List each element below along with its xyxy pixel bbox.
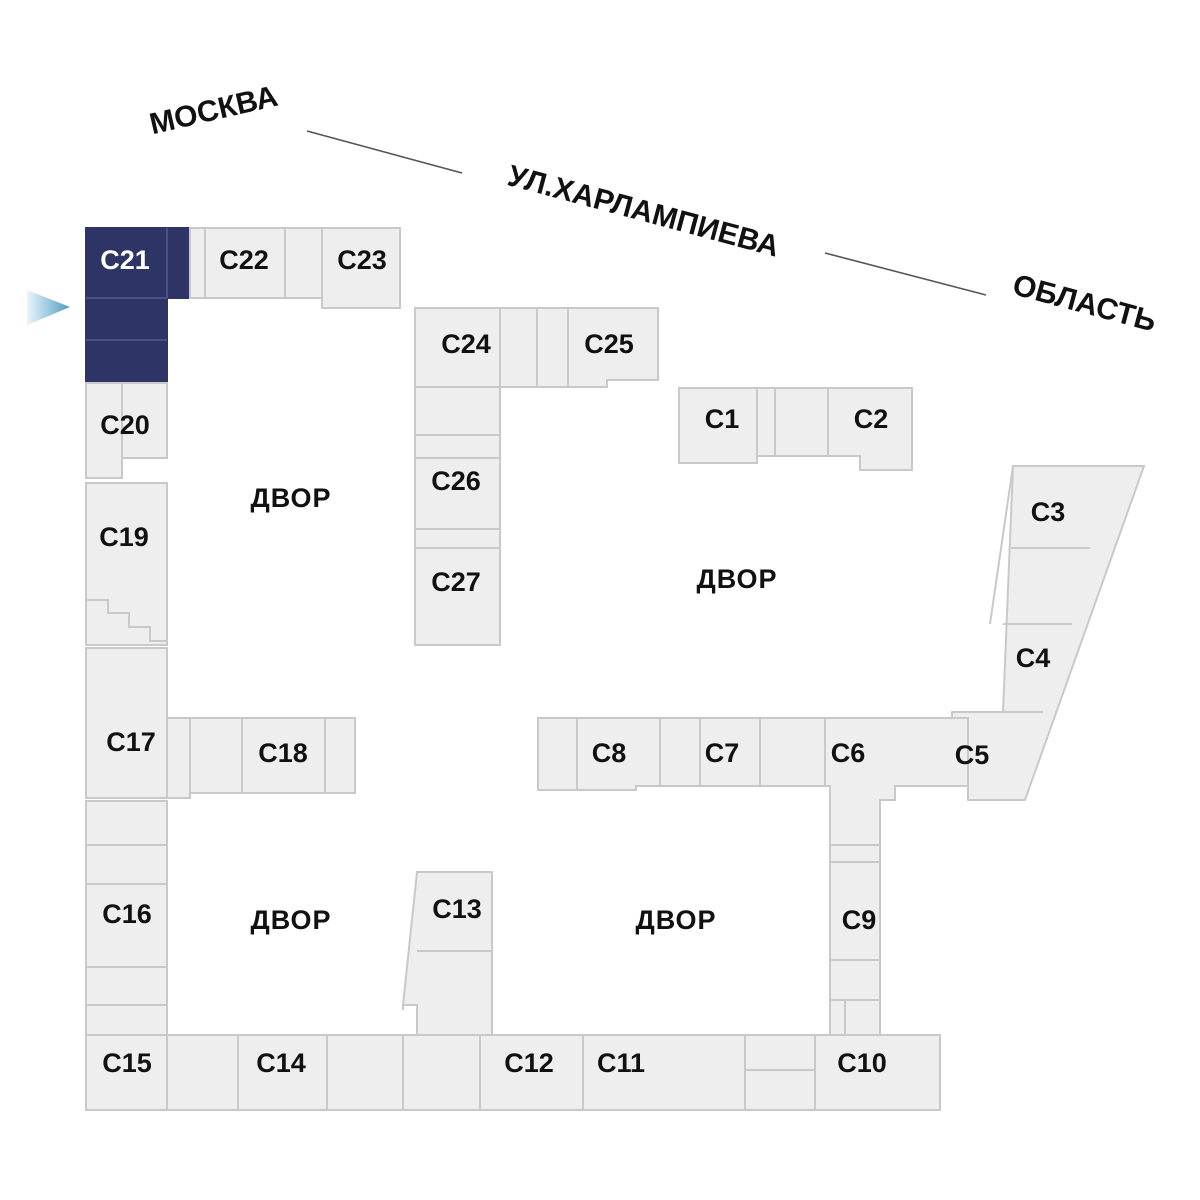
building-label-с4[interactable]: С4 xyxy=(1016,643,1051,673)
building-c1-c2-band[interactable] xyxy=(678,387,913,471)
building-label-с9[interactable]: С9 xyxy=(842,905,877,935)
building-c19[interactable] xyxy=(85,482,168,646)
block-c13 xyxy=(401,871,493,1036)
bottom-band-dividers xyxy=(166,1035,816,1110)
building-label-с10[interactable]: С10 xyxy=(837,1048,887,1078)
building-label-с17[interactable]: С17 xyxy=(106,727,156,757)
leader-line-moscow xyxy=(306,130,463,174)
building-label-с22[interactable]: С22 xyxy=(219,245,269,275)
yard-label-4: ДВОР xyxy=(635,905,716,935)
building-label-с20[interactable]: С20 xyxy=(100,410,150,440)
c19-dividers xyxy=(86,599,167,642)
c22-c23-dividers xyxy=(204,228,323,308)
leader-line-oblast xyxy=(824,252,987,296)
c21-dividers xyxy=(86,228,168,341)
building-label-с21[interactable]: С21 xyxy=(100,245,150,275)
yard-label-2: ДВОР xyxy=(696,564,777,594)
selection-arrow[interactable] xyxy=(27,290,70,325)
street-leader-lines xyxy=(306,130,987,296)
c16-dividers xyxy=(86,844,167,1006)
block-c1-c2 xyxy=(678,387,913,471)
label-street-name: УЛ.ХАРЛАМПИЕВА xyxy=(504,159,782,263)
building-label-с15[interactable]: С15 xyxy=(102,1048,152,1078)
yard-label-1: ДВОР xyxy=(250,483,331,513)
street-labels: МОСКВА УЛ.ХАРЛАМПИЕВА ОБЛАСТЬ xyxy=(147,80,1160,339)
building-c24-c27-mass[interactable] xyxy=(414,307,659,646)
building-label-с6[interactable]: С6 xyxy=(831,738,866,768)
c20-dividers xyxy=(86,383,123,479)
building-label-с5[interactable]: С5 xyxy=(955,740,990,770)
label-oblast: ОБЛАСТЬ xyxy=(1009,269,1159,339)
building-label-с3[interactable]: С3 xyxy=(1031,497,1066,527)
c1-c2-dividers xyxy=(756,388,829,463)
block-top-left xyxy=(85,227,401,384)
block-center-top xyxy=(414,307,659,646)
building-label-с12[interactable]: С12 xyxy=(504,1048,554,1078)
building-bottom-band[interactable] xyxy=(85,1034,941,1111)
building-label-с25[interactable]: С25 xyxy=(584,329,634,359)
building-label-с16[interactable]: С16 xyxy=(102,899,152,929)
building-label-с11[interactable]: С11 xyxy=(597,1048,645,1078)
building-label-с26[interactable]: С26 xyxy=(431,466,481,496)
building-c18[interactable] xyxy=(189,717,356,794)
building-label-с23[interactable]: С23 xyxy=(337,245,387,275)
building-label-с24[interactable]: С24 xyxy=(441,329,491,359)
building-label-с7[interactable]: С7 xyxy=(705,738,740,768)
c17-dividers xyxy=(86,647,168,798)
building-label-с1[interactable]: С1 xyxy=(705,404,740,434)
building-c17[interactable] xyxy=(85,647,191,799)
selection-arrow-icon[interactable] xyxy=(27,290,70,325)
block-left-column xyxy=(85,382,356,1036)
building-label-с18[interactable]: С18 xyxy=(258,738,308,768)
c13-dividers xyxy=(402,950,492,1010)
c5-c8-dividers xyxy=(576,718,880,1035)
yard-labels: ДВОР ДВОР ДВОР ДВОР xyxy=(250,483,777,935)
building-label-с13[interactable]: С13 xyxy=(432,894,482,924)
label-moscow: МОСКВА xyxy=(147,80,281,141)
c18-dividers xyxy=(241,718,326,793)
building-label-с14[interactable]: С14 xyxy=(256,1048,306,1078)
building-label-с2[interactable]: С2 xyxy=(854,404,889,434)
block-bottom-band xyxy=(85,1034,941,1111)
building-label-с19[interactable]: С19 xyxy=(99,522,149,552)
c3-c5-dividers xyxy=(984,465,1090,713)
building-label-с8[interactable]: С8 xyxy=(592,738,627,768)
yard-label-3: ДВОР xyxy=(250,905,331,935)
building-label-с27[interactable]: С27 xyxy=(431,567,481,597)
c24-c27-dividers xyxy=(415,308,569,549)
